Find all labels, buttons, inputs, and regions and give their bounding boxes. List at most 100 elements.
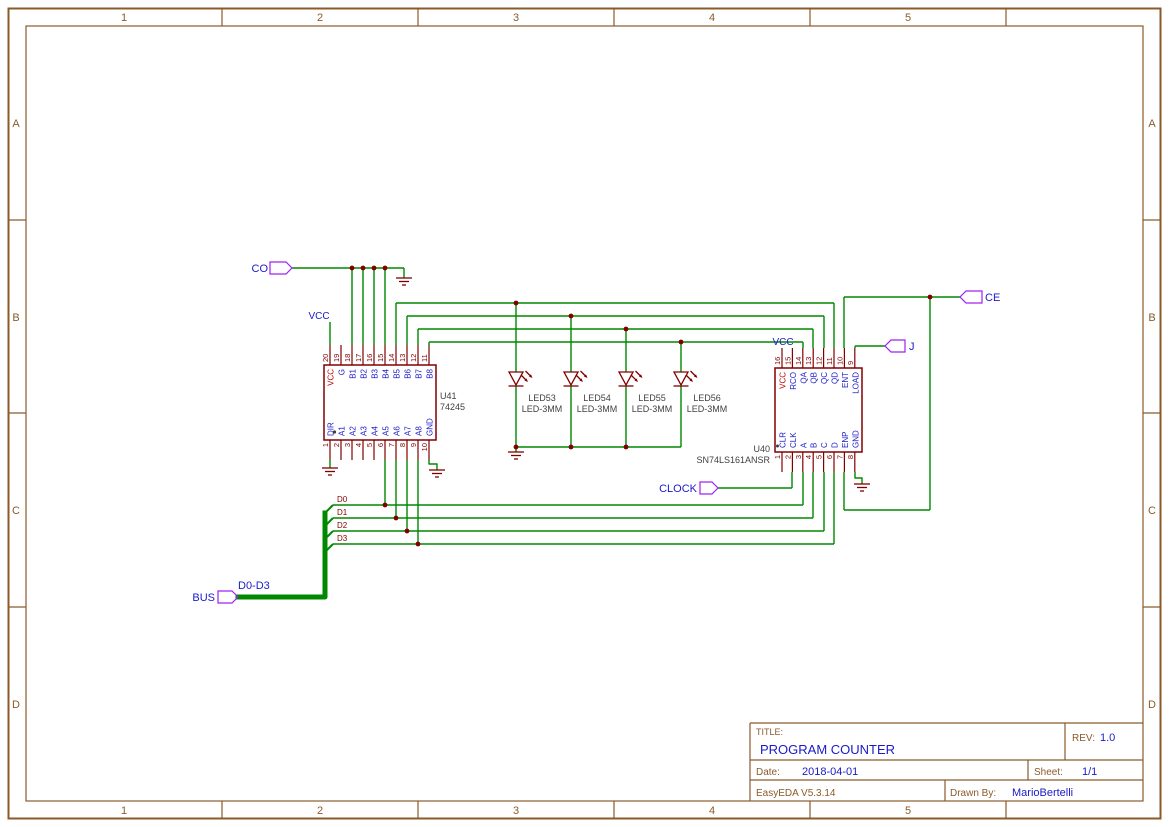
date-label: Date: — [756, 767, 780, 778]
led-emission-arrowhead — [634, 378, 638, 382]
wire-q2[interactable] — [417, 328, 814, 372]
title-label: TITLE: — [756, 727, 783, 737]
net-label-d2[interactable]: D2 — [337, 521, 348, 530]
port-j-shape[interactable] — [884, 339, 906, 353]
ground-symbol[interactable] — [429, 469, 445, 478]
wires[interactable] — [235, 267, 960, 600]
wire-q1[interactable] — [406, 315, 825, 372]
date-value: 2018-04-01 — [802, 766, 858, 778]
pin-number: 17 — [354, 354, 363, 362]
port-ce[interactable]: CE — [959, 290, 1000, 304]
frame-col-label: 2 — [317, 805, 323, 817]
ground-symbol[interactable] — [854, 483, 870, 492]
wire-u41-data[interactable] — [384, 460, 419, 544]
u40-body[interactable] — [774, 367, 863, 453]
pin-name: B2 — [360, 368, 369, 378]
pin-number: 15 — [376, 354, 385, 362]
port-clock[interactable]: CLOCK — [659, 481, 719, 495]
led-triangle — [507, 371, 525, 387]
wire-d1[interactable] — [333, 472, 814, 519]
led-emission-arrowhead — [583, 374, 588, 378]
title-block: TITLE: PROGRAM COUNTER REV: 1.0 Date: 20… — [749, 722, 1143, 801]
led-group[interactable]: LED53LED-3MMLED54LED-3MMLED55LED-3MMLED5… — [507, 370, 728, 414]
net-label-d0[interactable]: D0 — [337, 495, 348, 504]
wire-ce-enable[interactable] — [843, 296, 960, 511]
tool-version: EasyEDA V5.3.14 — [756, 788, 836, 799]
net-label-d1[interactable]: D1 — [337, 508, 348, 517]
pin-name: CLK — [789, 432, 798, 448]
ground-symbol[interactable] — [396, 277, 412, 286]
frame-row-label: D — [12, 699, 20, 711]
wire-co-gnd[interactable] — [292, 267, 405, 345]
pin-number: 7 — [835, 455, 844, 459]
port-co[interactable]: CO — [252, 261, 293, 275]
led-ref: LED55 — [638, 393, 666, 403]
wire-u40-gnd[interactable] — [854, 472, 863, 484]
led-value: LED-3MM — [687, 404, 728, 414]
pin-number: 14 — [387, 354, 396, 362]
junction-dot — [404, 528, 410, 534]
frame-col-label: 5 — [905, 12, 911, 24]
pin-number: 9 — [846, 361, 855, 365]
wire-q3[interactable] — [428, 341, 804, 372]
junction-dot — [382, 265, 388, 271]
bus-entries[interactable] — [324, 504, 334, 553]
ic-u41-74245[interactable]: U41 74245 20VCC19G18B117B216B315B414B513… — [321, 345, 465, 460]
port-bus-shape[interactable] — [217, 590, 239, 604]
ground-symbols[interactable] — [322, 277, 870, 492]
wire-u41-gnd[interactable] — [428, 460, 438, 470]
net-label-bus-range[interactable]: D0-D3 — [238, 580, 270, 592]
pin-name: VCC — [327, 369, 336, 386]
ground-symbol[interactable] — [508, 451, 524, 460]
pin-number: 1 — [321, 443, 330, 447]
net-label-d3[interactable]: D3 — [337, 534, 348, 543]
pin-number: 9 — [409, 443, 418, 447]
pin-name: A6 — [393, 426, 402, 436]
wire-d0[interactable] — [333, 472, 804, 506]
pin-name: G — [338, 369, 347, 375]
pin-number: 18 — [343, 354, 352, 362]
frame-ticks-left — [8, 219, 26, 608]
port-ce-shape[interactable] — [959, 290, 983, 304]
pin-number: 5 — [815, 455, 824, 459]
pin-name: CLR — [779, 432, 788, 448]
port-co-shape[interactable] — [269, 261, 293, 275]
port-clock-shape[interactable] — [699, 481, 719, 495]
u41-body[interactable] — [323, 364, 437, 441]
ground-symbol[interactable] — [322, 467, 338, 476]
wire-j-load[interactable] — [854, 345, 885, 348]
pin-name: GND — [851, 430, 860, 448]
wire-d2[interactable] — [333, 472, 825, 532]
wire-q0[interactable] — [395, 302, 835, 372]
ic-u40-sn74ls161ansr[interactable]: U40 SN74LS161ANSR 16VCC15RCO14QA13QB12QC… — [696, 348, 863, 472]
pin-name: B7 — [415, 368, 424, 378]
wire-clock[interactable] — [718, 472, 793, 489]
led-emission-arrowhead — [689, 378, 693, 382]
pin-name: B1 — [349, 368, 358, 378]
u40-pin1-marker — [776, 444, 779, 448]
u40-value: SN74LS161ANSR — [696, 455, 770, 465]
pin-name: A4 — [371, 426, 380, 436]
pin-name: ENP — [841, 432, 850, 448]
pin-number: 4 — [354, 443, 363, 447]
drawn-by-label: Drawn By: — [950, 788, 996, 799]
bus-main[interactable] — [235, 510, 328, 600]
junction-dot — [568, 313, 574, 319]
pin-name: B6 — [404, 368, 413, 378]
led-triangle — [562, 371, 580, 387]
port-clock-label: CLOCK — [659, 483, 698, 495]
net-label-vcc-u41[interactable]: VCC — [308, 311, 329, 322]
pin-name: B5 — [393, 368, 402, 378]
port-bus[interactable]: BUS — [192, 590, 239, 604]
net-label-vcc-u40[interactable]: VCC — [772, 337, 793, 348]
wire-led-gnd[interactable] — [515, 386, 682, 452]
port-j[interactable]: J — [884, 339, 915, 353]
pin-name: QB — [810, 372, 819, 384]
port-co-label: CO — [252, 263, 269, 275]
wire-d3[interactable] — [333, 472, 835, 545]
